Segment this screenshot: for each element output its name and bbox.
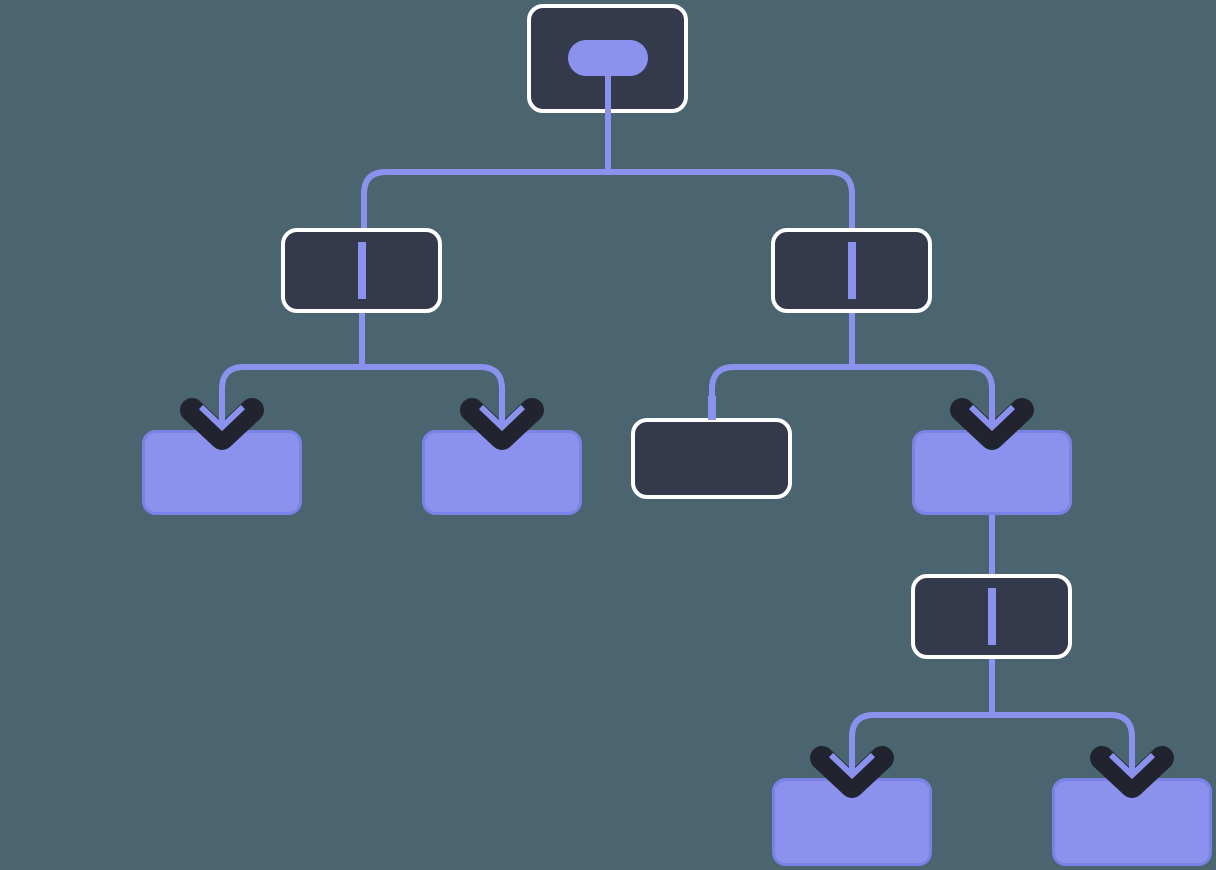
- connector-level1-right-to-branch: [852, 364, 995, 432]
- arrowhead-inner-stem: [1129, 750, 1135, 776]
- level1-right-node-through-line-icon: [848, 242, 856, 299]
- connector-root-to-level1-right-arm: [608, 169, 855, 228]
- arrowhead-into-level4-leaf-a: [810, 746, 894, 798]
- connector-level3-to-leaf-a: [849, 712, 992, 780]
- dark-node-layer: [281, 4, 1072, 659]
- accent-node-layer: [142, 430, 1212, 866]
- arrowhead-into-level2-leaf-b: [460, 398, 544, 450]
- connector-level1-left-to-leaf-b: [362, 364, 505, 432]
- connector-level3-to-leaf-b: [992, 712, 1135, 780]
- arrowhead-inner-stem: [989, 402, 995, 428]
- connector-root-to-level1-left-arm: [361, 169, 608, 228]
- arrowhead-layer: [180, 398, 1174, 798]
- arrowhead-inner-stem: [849, 750, 855, 776]
- level2-dark-node-stub-line-icon: [708, 396, 716, 420]
- connector-level1-right-to-dark: [709, 364, 852, 420]
- arrowhead-into-level2-branch: [950, 398, 1034, 450]
- connector-level1-left-to-leaf-a: [219, 364, 362, 432]
- arrowhead-outline-shape: [460, 398, 544, 450]
- arrowhead-outline-shape: [1090, 746, 1174, 798]
- arrowhead-into-level2-leaf-a: [180, 398, 264, 450]
- level2-dark-node[interactable]: [631, 418, 792, 499]
- arrowhead-inner-stem: [499, 402, 505, 428]
- arrowhead-inner-stem: [219, 402, 225, 428]
- arrowhead-outline-shape: [950, 398, 1034, 450]
- arrowhead-into-level4-leaf-b: [1090, 746, 1174, 798]
- level1-left-node-through-line-icon: [358, 242, 366, 299]
- arrowhead-outline-shape: [180, 398, 264, 450]
- level3-dark-node-through-line-icon: [988, 588, 996, 645]
- arrowhead-outline-shape: [810, 746, 894, 798]
- root-node-stem-icon: [605, 58, 611, 113]
